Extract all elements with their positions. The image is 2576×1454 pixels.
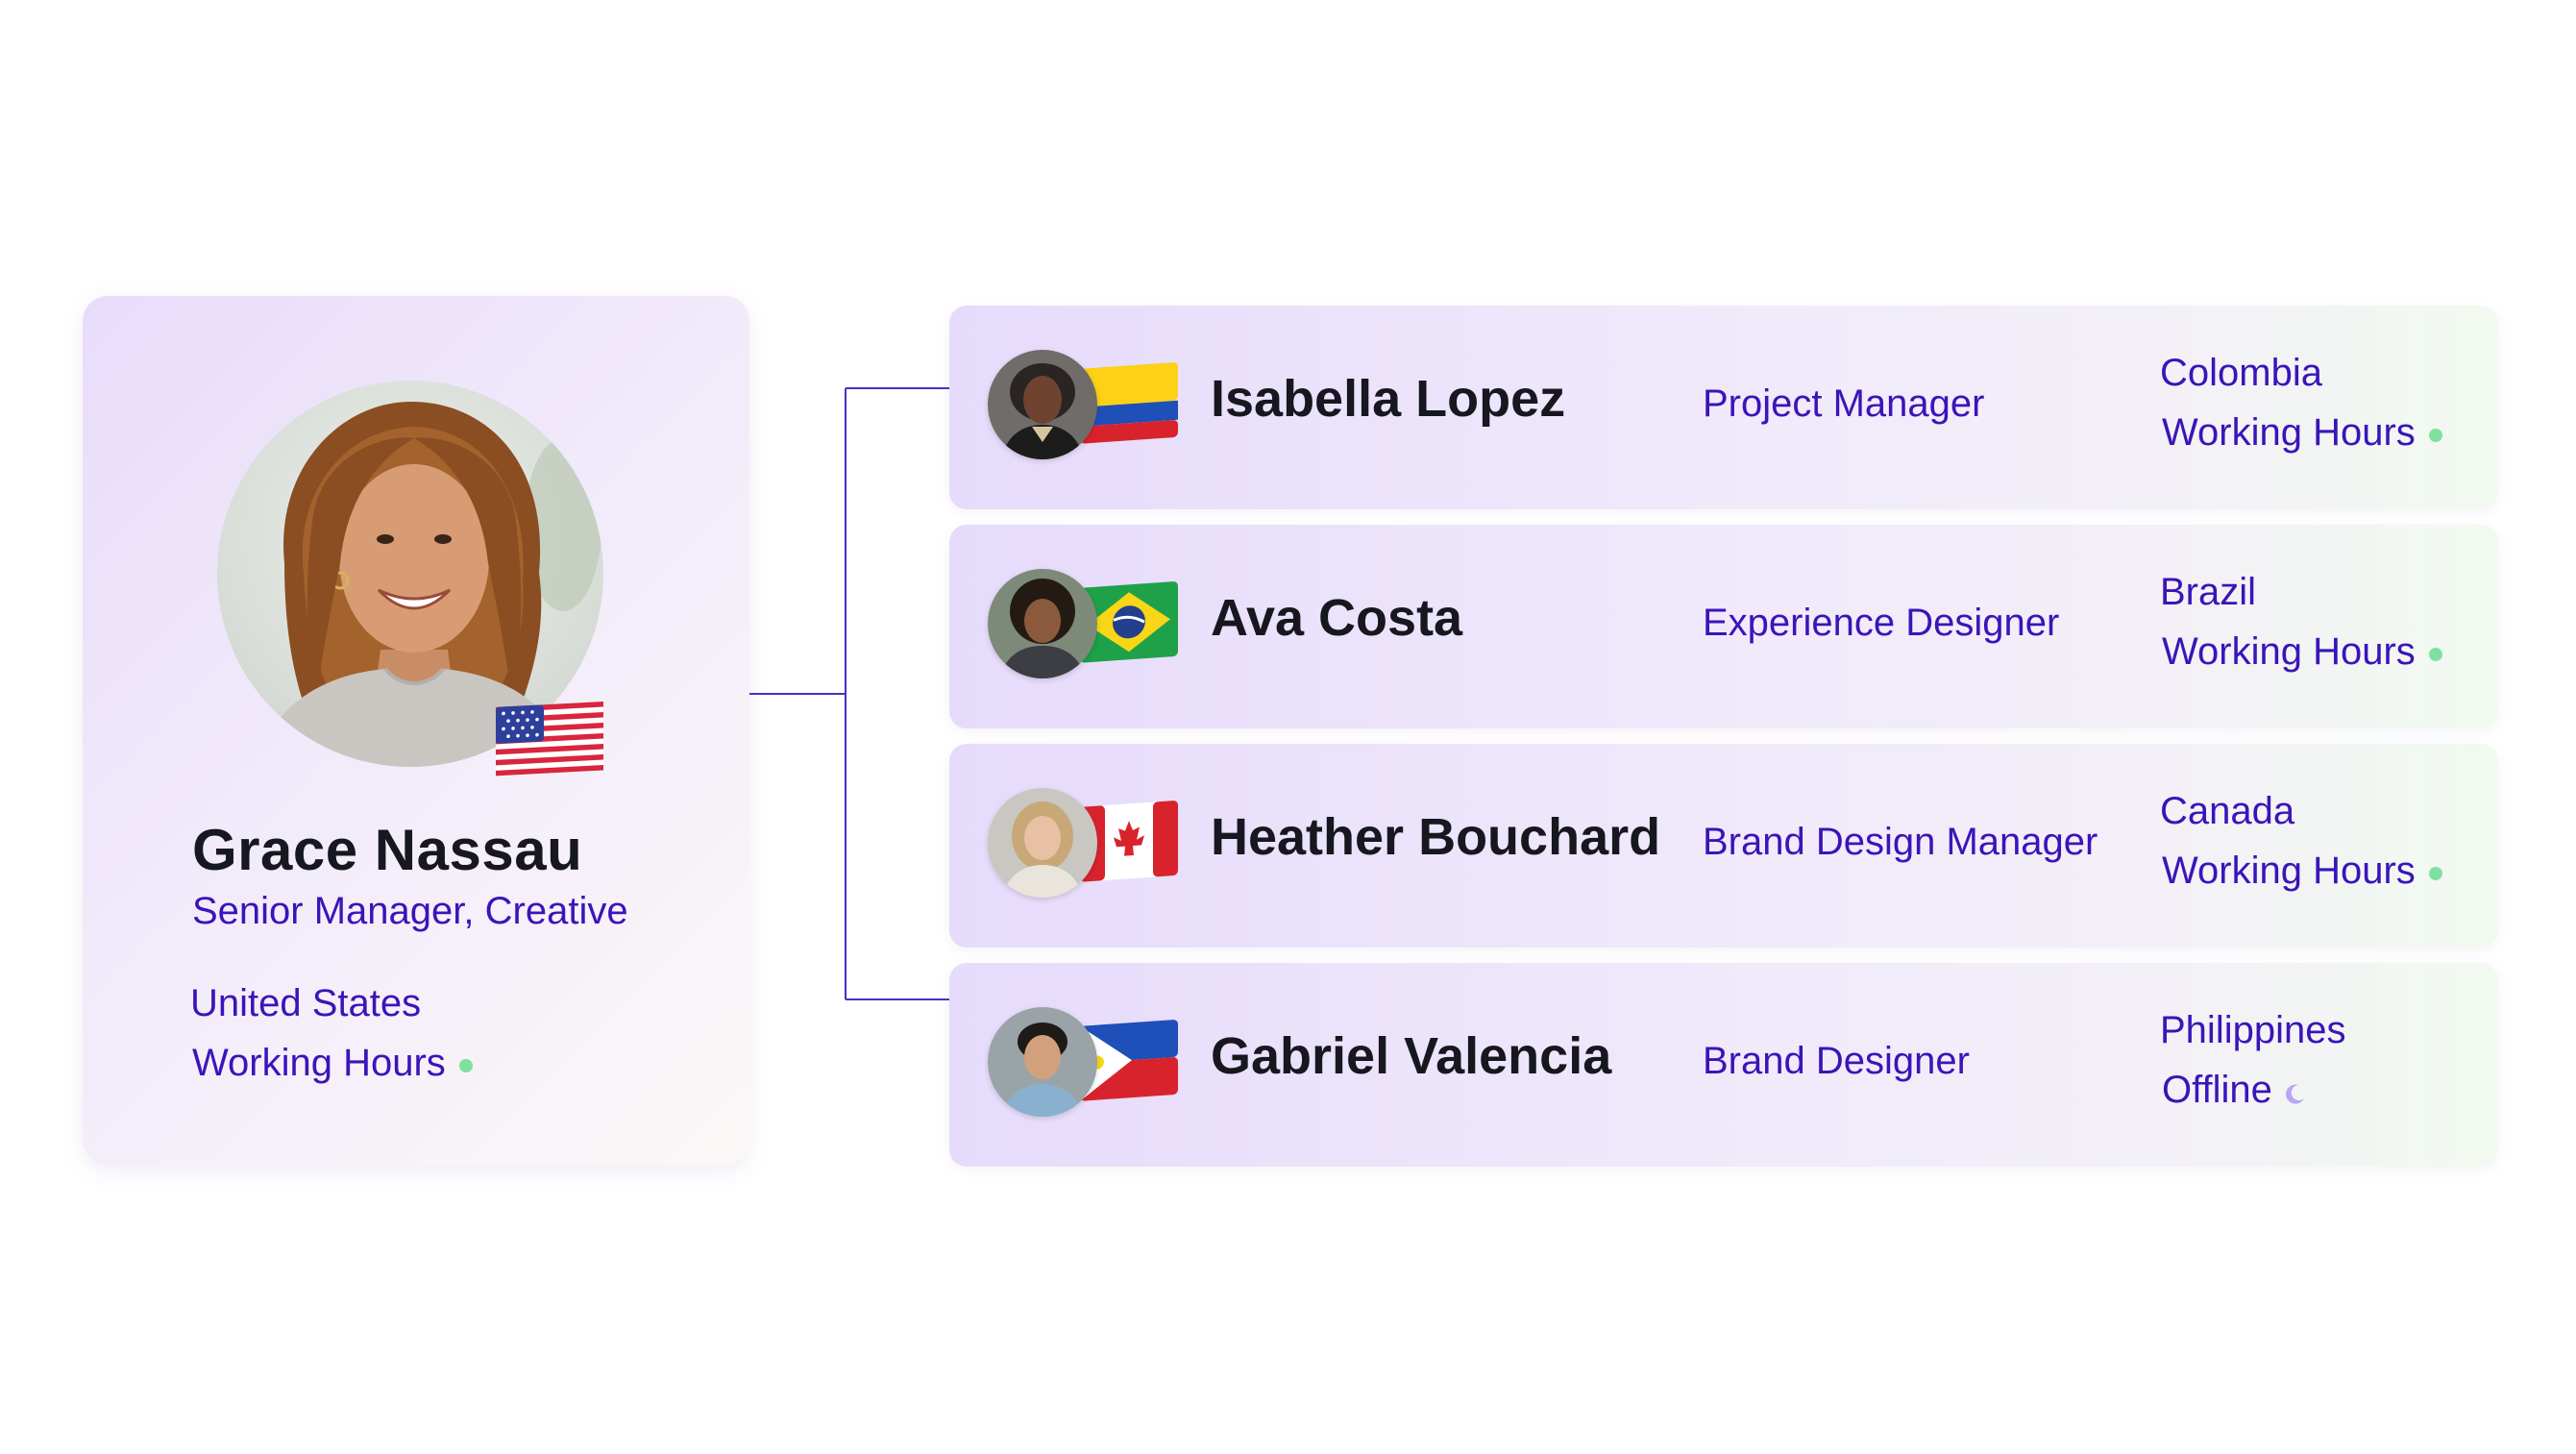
report-role: Experience Designer: [1703, 602, 2060, 644]
manager-country: United States: [190, 982, 422, 1024]
report-country: Brazil: [2160, 571, 2257, 613]
report-status: Working Hours: [2162, 411, 2442, 455]
report-status-label: Offline: [2162, 1069, 2272, 1111]
report-row[interactable]: Heather Bouchard Brand Design Manager Ca…: [949, 744, 2498, 948]
report-role: Project Manager: [1703, 382, 1985, 425]
manager-card[interactable]: Grace Nassau Senior Manager, Creative Un…: [83, 296, 749, 1165]
report-role: Brand Design Manager: [1703, 821, 2098, 863]
report-name: Isabella Lopez: [1211, 370, 1566, 428]
report-avatar: [988, 569, 1097, 678]
online-dot-icon: [458, 1058, 473, 1072]
report-status-label: Working Hours: [2162, 411, 2416, 454]
online-dot-icon: [2428, 866, 2442, 880]
report-avatar: [988, 1007, 1097, 1117]
report-status-label: Working Hours: [2162, 630, 2416, 673]
online-dot-icon: [2428, 428, 2442, 442]
moon-icon: [2285, 1084, 2304, 1104]
manager-status: Working Hours: [192, 1042, 473, 1085]
report-country: Canada: [2160, 790, 2295, 832]
us-flag-icon: [496, 702, 603, 776]
report-name: Ava Costa: [1211, 589, 1463, 647]
manager-status-label: Working Hours: [192, 1042, 446, 1084]
report-country: Colombia: [2160, 352, 2322, 394]
report-status: Offline: [2162, 1069, 2307, 1112]
report-country: Philippines: [2160, 1009, 2346, 1051]
report-status: Working Hours: [2162, 850, 2442, 893]
report-row[interactable]: Gabriel Valencia Brand Designer Philippi…: [949, 963, 2498, 1167]
report-status-label: Working Hours: [2162, 850, 2416, 892]
report-status: Working Hours: [2162, 630, 2442, 674]
report-row[interactable]: Isabella Lopez Project Manager Colombia …: [949, 306, 2498, 509]
manager-role: Senior Manager, Creative: [192, 890, 628, 932]
manager-name: Grace Nassau: [192, 818, 583, 882]
report-name: Heather Bouchard: [1211, 808, 1661, 866]
report-row[interactable]: Ava Costa Experience Designer Brazil Wor…: [949, 525, 2498, 728]
colombia-flag-icon: [1080, 362, 1178, 444]
report-avatar: [988, 350, 1097, 459]
report-avatar: [988, 788, 1097, 898]
report-name: Gabriel Valencia: [1211, 1027, 1612, 1085]
brazil-flag-icon: [1080, 581, 1178, 663]
online-dot-icon: [2428, 647, 2442, 661]
report-role: Brand Designer: [1703, 1040, 1970, 1082]
